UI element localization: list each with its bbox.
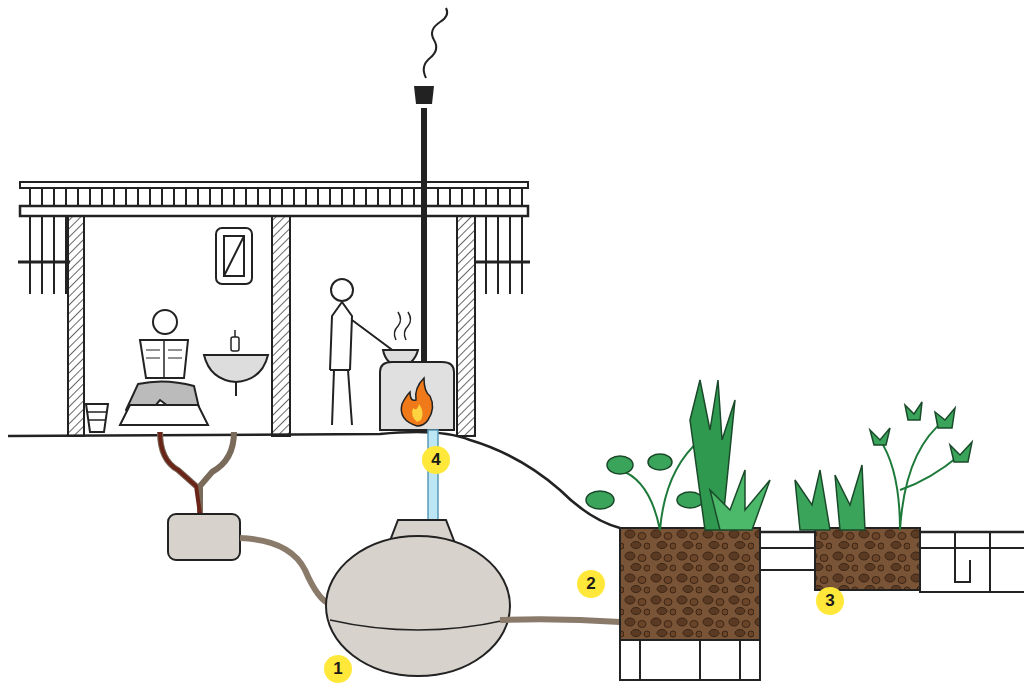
callout-number: 3 xyxy=(816,587,844,615)
callout-number: 2 xyxy=(577,570,605,598)
callout-number: 1 xyxy=(324,655,352,683)
callout-number: 4 xyxy=(422,446,450,474)
